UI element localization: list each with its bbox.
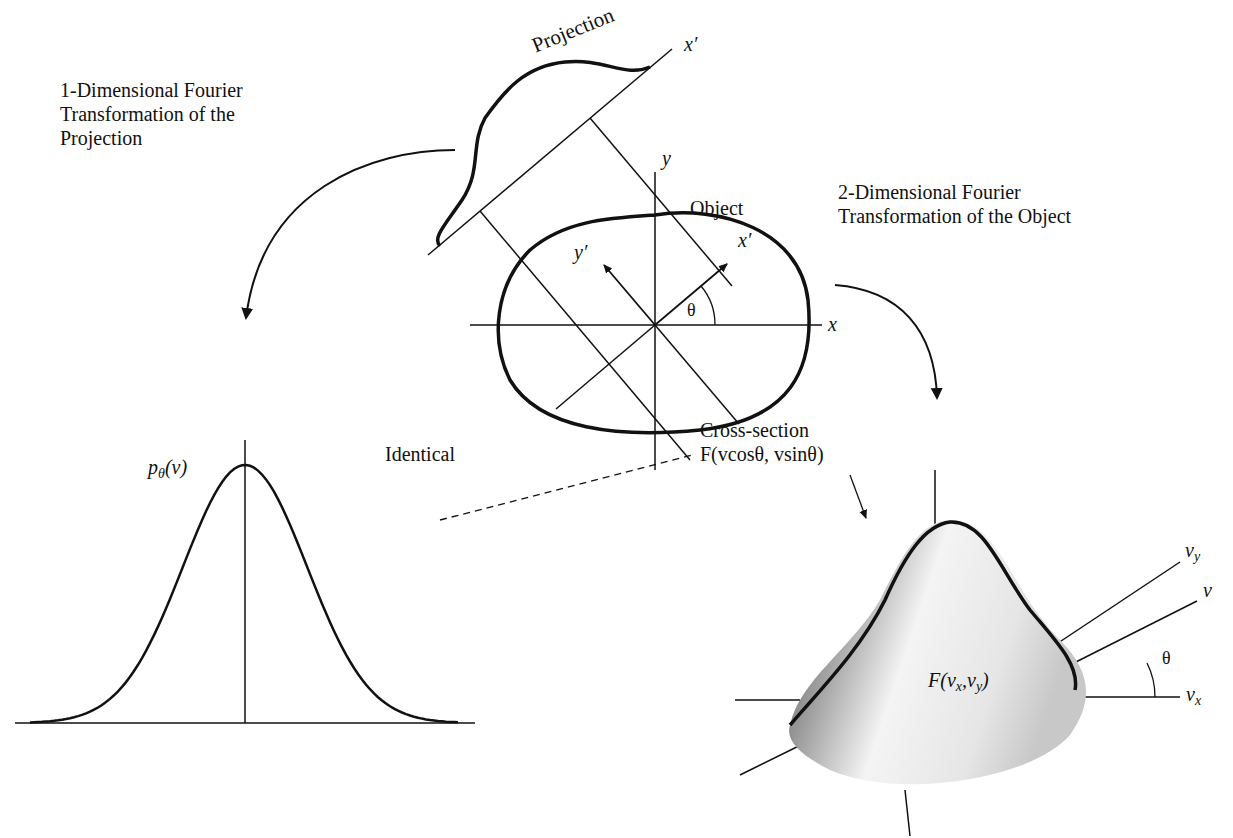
- angle-arc: [1147, 663, 1155, 697]
- object-outline: [498, 213, 809, 433]
- spectrum-label: F(vx,vy): [928, 668, 989, 696]
- projection-ray: [480, 211, 690, 460]
- cross-section-curve: [790, 522, 1076, 725]
- identity-label: Identical: [385, 442, 455, 466]
- y-prime-arrow: [604, 265, 655, 325]
- axis-label: vx: [1186, 682, 1201, 710]
- axis-label: x: [828, 312, 837, 336]
- cross-section-label: Cross-section F(vcosθ, vsinθ): [700, 418, 880, 466]
- transform-note: 1-Dimensional Fourier Transformation of …: [60, 78, 275, 150]
- v-axis: [1060, 601, 1197, 670]
- axis-label: x′: [738, 228, 751, 252]
- spectrum-surface: [789, 520, 1086, 784]
- x-axis: [470, 324, 822, 326]
- transform-note: 2-Dimensional Fourier Transformation of …: [838, 180, 1103, 228]
- vx-axis: [735, 699, 800, 701]
- v-axis: [905, 790, 910, 836]
- x-prime-arrow: [655, 264, 727, 325]
- axis-label: y: [662, 146, 671, 170]
- amplitude-axis: [244, 440, 246, 723]
- angle-label: θ: [687, 300, 696, 322]
- axis-label: y′: [574, 240, 587, 264]
- leader-line: [850, 475, 866, 518]
- projection-axis: [428, 49, 672, 255]
- axis-label: vy: [1185, 538, 1200, 566]
- axis-label: v: [1203, 578, 1212, 602]
- rotated-axis: [556, 325, 655, 409]
- rotated-axis: [655, 325, 739, 424]
- transform-arrow: [835, 285, 937, 398]
- projection-title: Projection: [528, 3, 617, 59]
- projection-spectrum: [30, 465, 458, 722]
- angle-label: θ: [1162, 648, 1171, 670]
- identity-link: [440, 455, 692, 520]
- transform-arrow: [246, 150, 455, 318]
- axis-label: x′: [684, 32, 697, 56]
- object-title: Object: [690, 196, 743, 220]
- angle-arc: [701, 286, 715, 325]
- spectrum-label: pθ(v): [148, 455, 187, 483]
